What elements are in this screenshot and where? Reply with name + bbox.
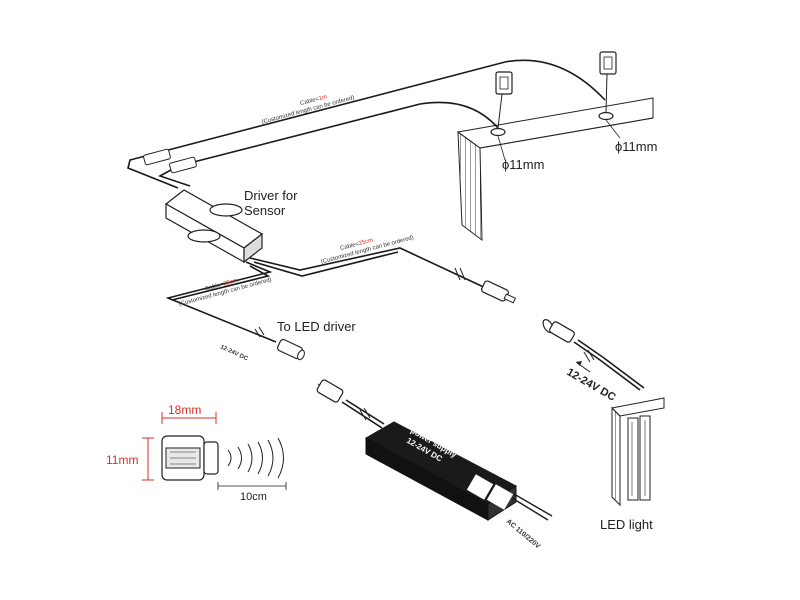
svg-text:Cable=25cm: Cable=25cm: [204, 278, 238, 293]
svg-text:Cable=25cm: Cable=25cm: [340, 238, 374, 253]
dc-male-connector: [454, 267, 517, 304]
ac-label: AC 110/220V: [505, 518, 542, 550]
dim-range-label: 10cm: [240, 491, 267, 503]
svg-text:Cable=1m: Cable=1m: [300, 94, 328, 107]
driver-output-cables: [165, 247, 491, 343]
dc-connector-to-led-driver: [254, 326, 305, 361]
sensor-driver-box: [164, 189, 264, 264]
driver-sensor-label-1: Driver for: [244, 188, 298, 203]
volt-large-label: 12-24V DC: [565, 366, 618, 404]
driver-sensor-label-2: Sensor: [244, 203, 286, 218]
led-light-label: LED light: [600, 517, 653, 532]
sensor-head-right: [599, 51, 617, 113]
led-light-profile: [610, 397, 665, 507]
volt-small-label: 12-24V DC: [219, 344, 249, 362]
dc-female-connector: [542, 319, 645, 391]
sensor-head-left: [495, 71, 513, 129]
top-cable-label: Cable=1m (Customized length can be order…: [261, 94, 355, 126]
dim-width-label: 18mm: [168, 403, 201, 417]
cabinet-top: [456, 97, 654, 242]
cable-connector-1: [143, 148, 171, 166]
dim-height-label: 11mm: [106, 453, 138, 467]
phi-left-label: ϕ11mm: [502, 157, 544, 172]
phi-right-label: ϕ11mm: [615, 139, 657, 154]
power-supply: [316, 379, 553, 521]
top-cable: [127, 59, 606, 189]
to-led-driver-label: To LED driver: [277, 319, 356, 334]
sensor-detail: [142, 412, 287, 490]
cable-connector-2: [169, 156, 197, 174]
